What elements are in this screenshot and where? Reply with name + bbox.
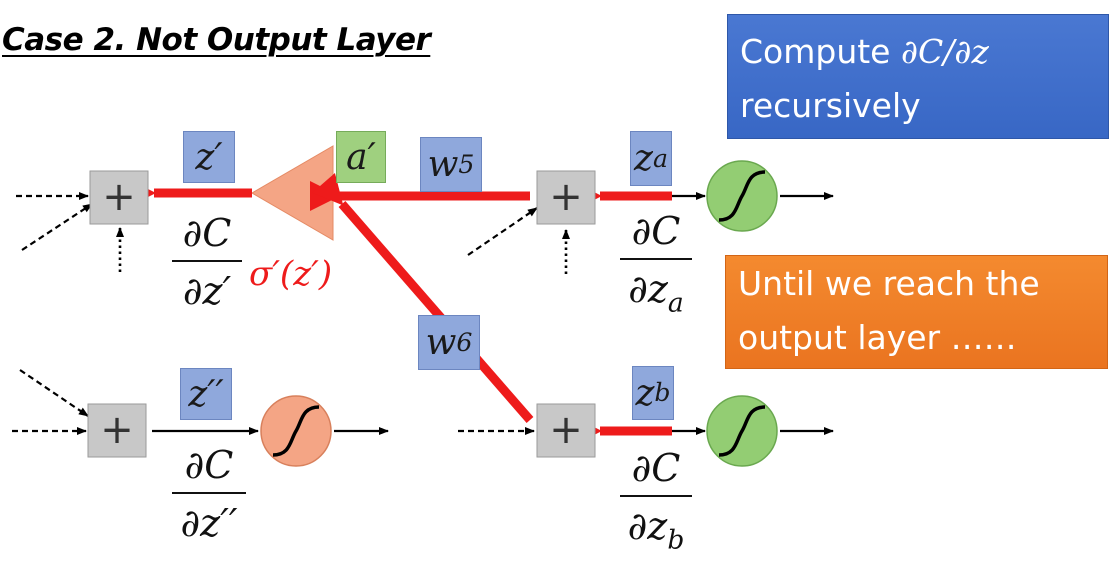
sigma-prime-label: σ′(z′) — [249, 254, 333, 294]
fraction-numerator: ∂C — [182, 211, 232, 255]
fraction-denominator: ∂za — [628, 264, 684, 316]
sigmoid-curve-icon — [272, 405, 320, 457]
sum-symbol: + — [549, 407, 583, 453]
fraction-denominator: ∂z′ — [182, 269, 232, 313]
sum-node: + — [536, 170, 596, 225]
backprop-arrow-w6 — [312, 173, 534, 423]
den-sub: b — [667, 524, 685, 556]
sum-node: + — [87, 403, 147, 458]
fraction-bar — [172, 260, 242, 262]
w5-base: w — [427, 144, 459, 185]
z-prime-label: z′ — [183, 131, 235, 183]
sum-node: + — [536, 403, 596, 458]
fraction-dC-dzdoubleprime: ∂C ∂z′′ — [172, 442, 246, 548]
fraction-denominator: ∂z′′ — [180, 501, 238, 545]
za-base: z — [634, 138, 653, 179]
compute-prefix: Compute — [740, 32, 901, 71]
triangle-amplifier-icon — [251, 145, 334, 241]
z-double-prime-label: z′′ — [180, 368, 232, 420]
fraction-bar — [172, 492, 246, 494]
input-dashed-arrow — [467, 207, 538, 256]
zb-base: z — [635, 372, 655, 414]
w6-base: w — [425, 322, 457, 363]
neuron-b — [706, 395, 778, 467]
a-prime-label: a′ — [336, 131, 386, 183]
fraction-dC-dza: ∂C ∂za — [620, 208, 692, 316]
sum-node: + — [89, 170, 149, 225]
neuron-double-prime — [260, 395, 332, 467]
sigmoid-curve-icon — [718, 170, 766, 222]
sigmoid-curve-icon — [718, 405, 766, 457]
compute-callout: Compute ∂C/∂z recursively — [727, 14, 1109, 139]
fraction-numerator: ∂C — [631, 446, 681, 490]
sum-symbol: + — [100, 407, 134, 453]
neuron-a — [706, 160, 778, 232]
fraction-bar — [620, 495, 692, 497]
input-dashed-arrow — [21, 203, 93, 251]
sum-symbol: + — [549, 174, 583, 220]
fraction-denominator: ∂zb — [627, 501, 685, 553]
den-sub: a — [667, 287, 684, 319]
fraction-dC-dzb: ∂C ∂zb — [620, 445, 692, 553]
fraction-numerator: ∂C — [631, 209, 681, 253]
compute-math: ∂C/∂z — [900, 32, 989, 71]
input-dashed-arrow — [19, 369, 89, 417]
compute-suffix: recursively — [740, 86, 921, 125]
den-base: ∂z — [627, 504, 668, 548]
page-title: Case 2. Not Output Layer — [2, 22, 431, 58]
den-base: ∂z — [628, 267, 668, 311]
fraction-numerator: ∂C — [184, 443, 234, 487]
fraction-bar — [620, 258, 692, 260]
until-callout: Until we reach the output layer …… — [725, 255, 1108, 369]
sum-symbol: + — [102, 174, 136, 220]
fraction-dC-dzprime: ∂C ∂z′ — [172, 210, 242, 316]
